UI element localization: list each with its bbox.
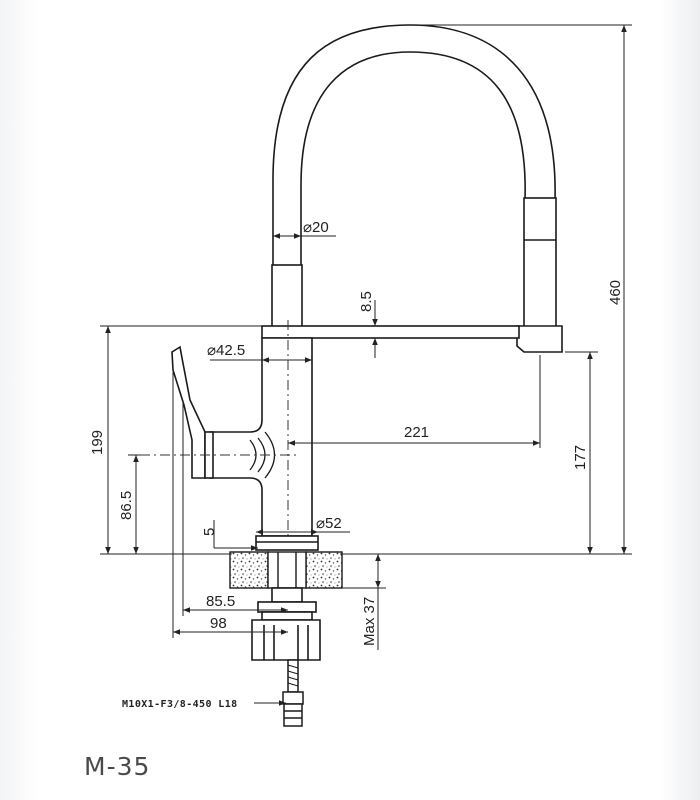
label-spout-height: 177 [572, 445, 589, 470]
label-body-height: 199 [89, 430, 106, 455]
spray-head [516, 325, 563, 353]
mounting-nut [251, 587, 321, 661]
faucet-body [209, 337, 313, 537]
lever-handle [171, 345, 214, 479]
hose-arc [272, 24, 556, 265]
flex-hose [282, 659, 304, 727]
label-overall-depth: 98 [210, 615, 227, 632]
label-spout-thickness: 8.5 [358, 291, 375, 312]
model-number: M-35 [84, 752, 151, 781]
spout-bar [261, 325, 520, 339]
label-lever-depth: 85.5 [206, 593, 235, 610]
label-base-ring: 5 [201, 528, 218, 536]
base-ring [255, 535, 319, 551]
label-base-diameter: ⌀52 [316, 515, 342, 532]
label-total-height: 460 [607, 280, 624, 305]
label-reach: 221 [404, 424, 429, 441]
label-max-deck: Max 37 [361, 597, 378, 646]
label-body-diameter: ⌀42.5 [207, 342, 245, 359]
hose-fittings [271, 197, 557, 329]
centre-line [140, 320, 300, 600]
hose-threads [287, 664, 299, 687]
label-lever-height: 86.5 [118, 491, 135, 520]
hose-spec-label: M10X1-F3/8-450 L18 [122, 699, 238, 710]
deck-section [229, 551, 343, 589]
label-hose-diameter: ⌀20 [303, 219, 329, 236]
